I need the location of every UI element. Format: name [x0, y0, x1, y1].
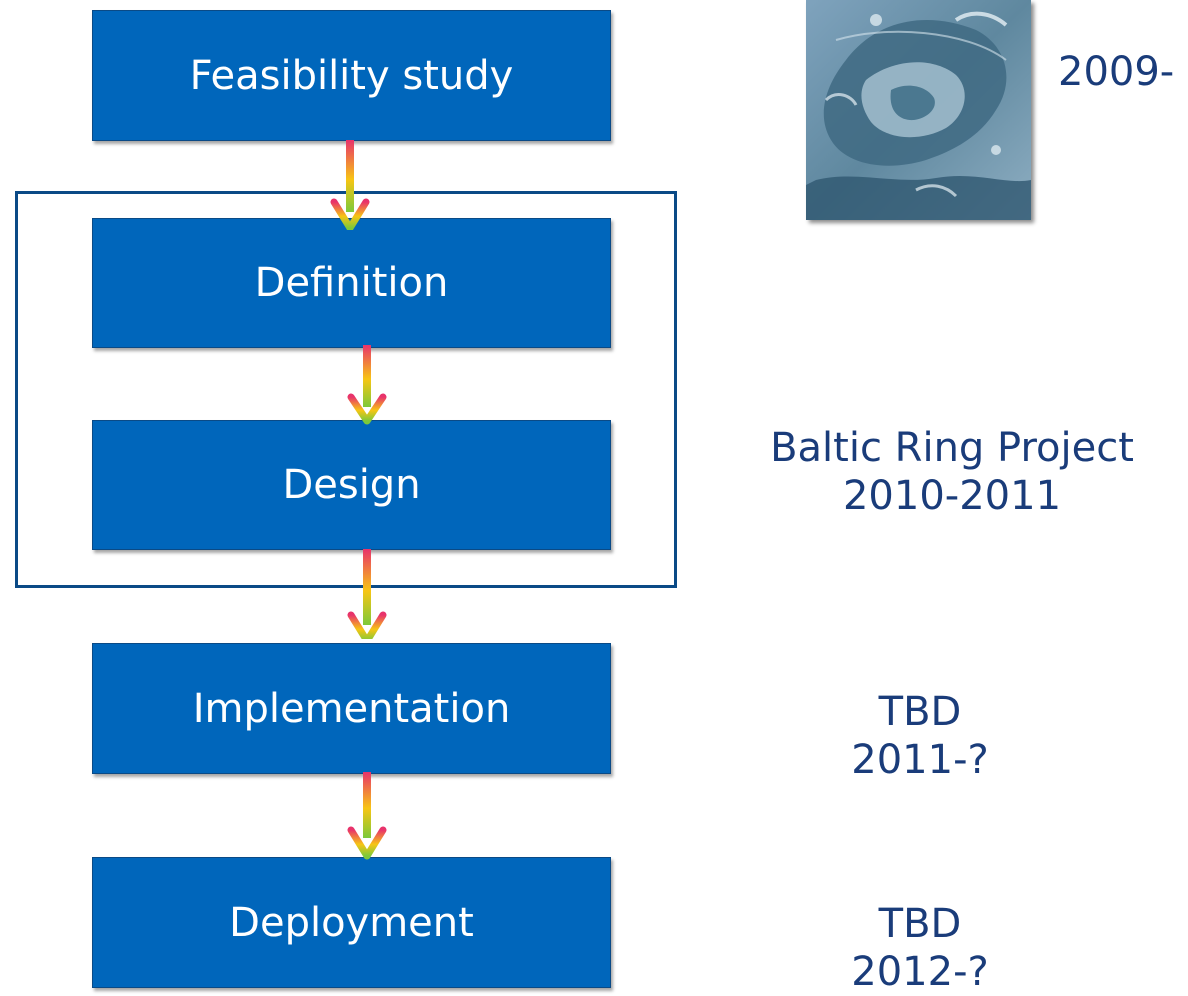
deployment-status-label: TBD 2012-?: [800, 900, 1040, 996]
design-phase-years: 2010-2011: [842, 473, 1062, 519]
feasibility-year-label: 2009-: [1058, 48, 1174, 96]
arrow-down-icon: [347, 772, 387, 860]
stage-feasibility-study: Feasibility study: [92, 10, 611, 141]
arrow-down-icon: [330, 140, 370, 230]
deployment-years: 2012-?: [851, 949, 989, 995]
arrow-down-icon: [347, 549, 387, 639]
design-phase-project-name: Baltic Ring Project: [770, 425, 1134, 471]
arrow-down-icon: [347, 345, 387, 425]
implementation-status-text: TBD: [878, 689, 962, 735]
feasibility-year-text: 2009-: [1058, 49, 1175, 95]
implementation-years: 2011-?: [851, 737, 989, 783]
implementation-status-label: TBD 2011-?: [800, 688, 1040, 784]
stage-implementation-label: Implementation: [192, 685, 511, 732]
stage-implementation: Implementation: [92, 643, 611, 774]
design-phase-label: Baltic Ring Project 2010-2011: [732, 424, 1172, 520]
stage-definition: Definition: [92, 218, 611, 348]
stage-design: Design: [92, 420, 611, 550]
stage-deployment-label: Deployment: [229, 899, 474, 946]
stage-definition-label: Definition: [254, 260, 449, 306]
stage-design-label: Design: [282, 462, 421, 508]
deployment-status-text: TBD: [878, 901, 962, 947]
stage-feasibility-label: Feasibility study: [189, 52, 514, 99]
stage-deployment: Deployment: [92, 857, 611, 988]
baltic-map-image: [806, 0, 1031, 220]
